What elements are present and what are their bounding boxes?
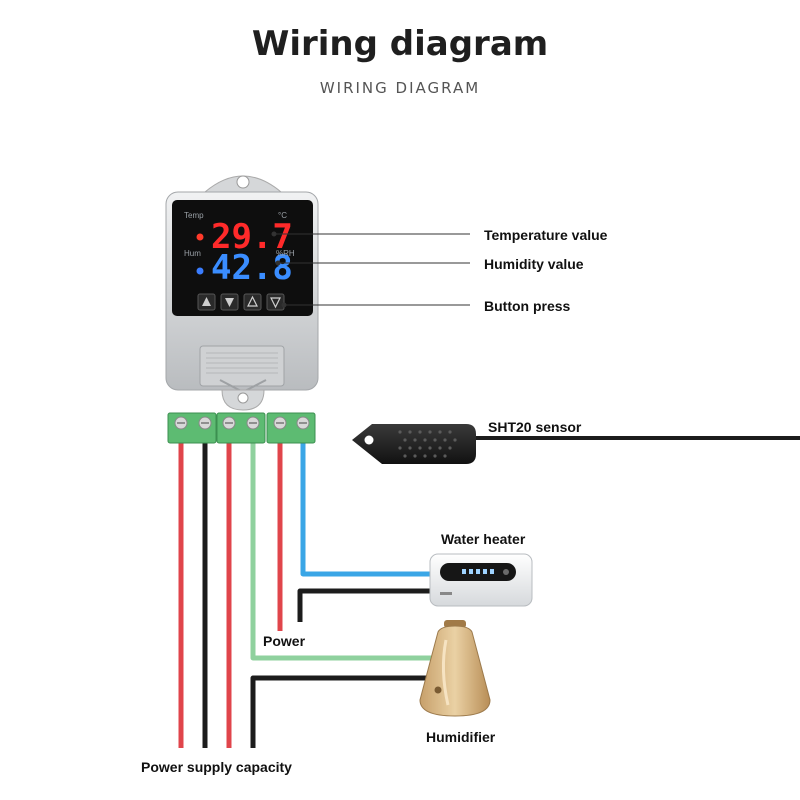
heater-blue-wire [300,430,430,577]
humidifier-black-return-wire [250,675,440,748]
terminal-block-1 [167,412,217,444]
down-outline-arrow-icon [270,297,281,309]
temp-unit: °C [278,211,287,220]
hum-unit: %RH [276,249,295,258]
hum-label: Hum [184,249,201,258]
page-subtitle: WIRING DIAGRAM [319,79,481,97]
terminal-cover [199,345,285,387]
button-press-label: Button press [484,298,571,314]
callout-lines [271,231,470,308]
wires [178,430,800,748]
device-screen [172,200,313,316]
humidity-value-label: Humidity value [484,256,584,272]
terminal-blocks [167,412,316,444]
up-arrow-icon [202,297,211,306]
power-label: Power [263,633,306,649]
humidifier [419,620,491,717]
button-row [197,293,285,311]
humidity-display: 42.8 [211,248,293,288]
page-title: Wiring diagram [251,24,549,64]
temperature-display: 29.7 [211,217,293,257]
controller-device: Temp 29.7 °C Hum 42.8 %RH [165,175,319,411]
water-heater [429,553,533,607]
terminal-block-2 [216,412,266,444]
sht20-sensor-label: SHT20 sensor [488,419,582,435]
hum-indicator-led [196,267,204,275]
up-outline-arrow-icon [247,295,258,307]
temperature-value-label: Temperature value [484,227,608,243]
terminal-block-3 [266,412,316,444]
power-supply-label: Power supply capacity [141,759,292,775]
temp-label: Temp [184,211,204,220]
humidifier-label: Humidifier [426,729,496,745]
heater-black-wire [297,588,430,622]
humidifier-green-wire [250,430,440,661]
sht20-sensor [352,424,476,464]
down-arrow-icon [225,298,234,307]
temp-indicator-led [196,233,204,241]
water-heater-label: Water heater [441,531,526,547]
